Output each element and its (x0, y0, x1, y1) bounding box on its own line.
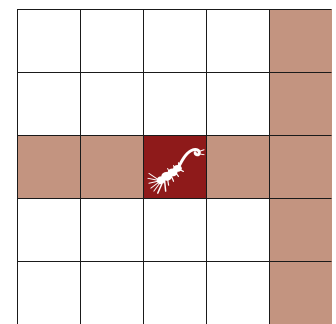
board-cell-r1-c4[interactable] (269, 72, 332, 135)
board-cell-r3-c2[interactable] (143, 198, 206, 261)
board-cell-r0-c4[interactable] (269, 9, 332, 72)
game-board (17, 9, 332, 324)
board-cell-r3-c3[interactable] (206, 198, 269, 261)
board-cell-r0-c1[interactable] (80, 9, 143, 72)
crustacean-piece-icon[interactable] (144, 136, 206, 198)
board-cell-r4-c0[interactable] (17, 261, 80, 324)
board-cell-r0-c2[interactable] (143, 9, 206, 72)
board-cell-r4-c3[interactable] (206, 261, 269, 324)
board-cell-r3-c0[interactable] (17, 198, 80, 261)
board-cell-r4-c2[interactable] (143, 261, 206, 324)
board-cell-r2-c4[interactable] (269, 135, 332, 198)
board-cell-r0-c3[interactable] (206, 9, 269, 72)
board-cell-r1-c0[interactable] (17, 72, 80, 135)
board-cell-r4-c4[interactable] (269, 261, 332, 324)
board-cell-r1-c3[interactable] (206, 72, 269, 135)
board-cell-r4-c1[interactable] (80, 261, 143, 324)
board-cell-r2-c1[interactable] (80, 135, 143, 198)
board-cell-r3-c1[interactable] (80, 198, 143, 261)
board-cell-r1-c1[interactable] (80, 72, 143, 135)
board-cell-r2-c2[interactable] (143, 135, 206, 198)
board-cell-r3-c4[interactable] (269, 198, 332, 261)
board-cell-r0-c0[interactable] (17, 9, 80, 72)
board-cell-r1-c2[interactable] (143, 72, 206, 135)
board-cell-r2-c3[interactable] (206, 135, 269, 198)
board-cell-r2-c0[interactable] (17, 135, 80, 198)
